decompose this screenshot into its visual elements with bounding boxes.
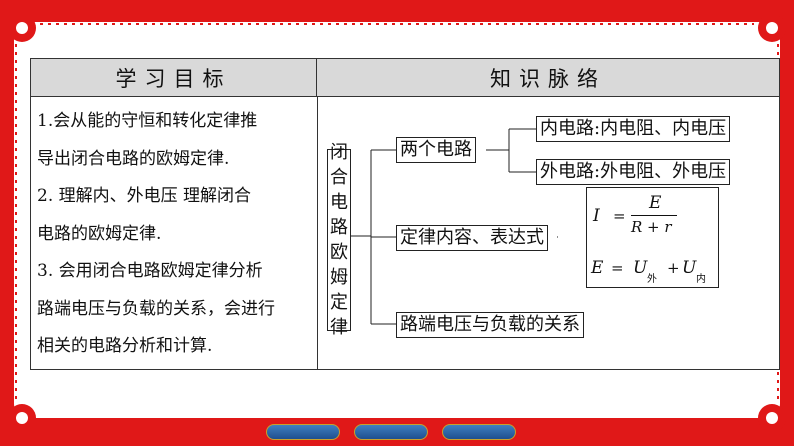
root-char: 律 (330, 315, 348, 340)
branch-two-circuits: 两个电路 (396, 137, 476, 163)
nav-button-previous[interactable] (266, 424, 340, 440)
formula-U-in: U (682, 258, 696, 278)
root-char: 姆 (330, 265, 348, 290)
nav-button-home[interactable] (354, 424, 428, 440)
formula-equals-1: = (613, 207, 626, 225)
root-char: 定 (330, 290, 348, 315)
root-char: 电 (330, 190, 348, 215)
formula-box: I = E R + r E = U 外 + U 内 (586, 187, 719, 288)
root-char: 合 (330, 165, 348, 190)
mindmap-root: 闭 合 电 路 欧 姆 定 律 (327, 149, 351, 331)
formula-U-out: U (633, 258, 647, 278)
formula-denominator: R + r (631, 218, 672, 236)
branch-terminal-voltage: 路端电压与负载的关系 (396, 312, 584, 338)
root-char: 路 (330, 215, 348, 240)
subscript-out: 外 (647, 270, 657, 285)
nav-button-next[interactable] (442, 424, 516, 440)
subscript-in: 内 (696, 270, 706, 285)
root-char: 欧 (330, 240, 348, 265)
branch-law-expression: 定律内容、表达式 (396, 225, 548, 251)
root-char: 闭 (330, 140, 348, 165)
formula-equals-2: = (611, 259, 624, 277)
fraction-bar (631, 215, 677, 216)
formula-plus: + (667, 259, 680, 277)
formula-I: I (593, 206, 600, 226)
formula-E: E (591, 258, 603, 278)
formula-numerator-E: E (649, 193, 661, 213)
leaf-inner-circuit: 内电路:内电阻、内电压 (536, 116, 730, 142)
leaf-outer-circuit: 外电路:外电阻、外电压 (536, 159, 730, 185)
